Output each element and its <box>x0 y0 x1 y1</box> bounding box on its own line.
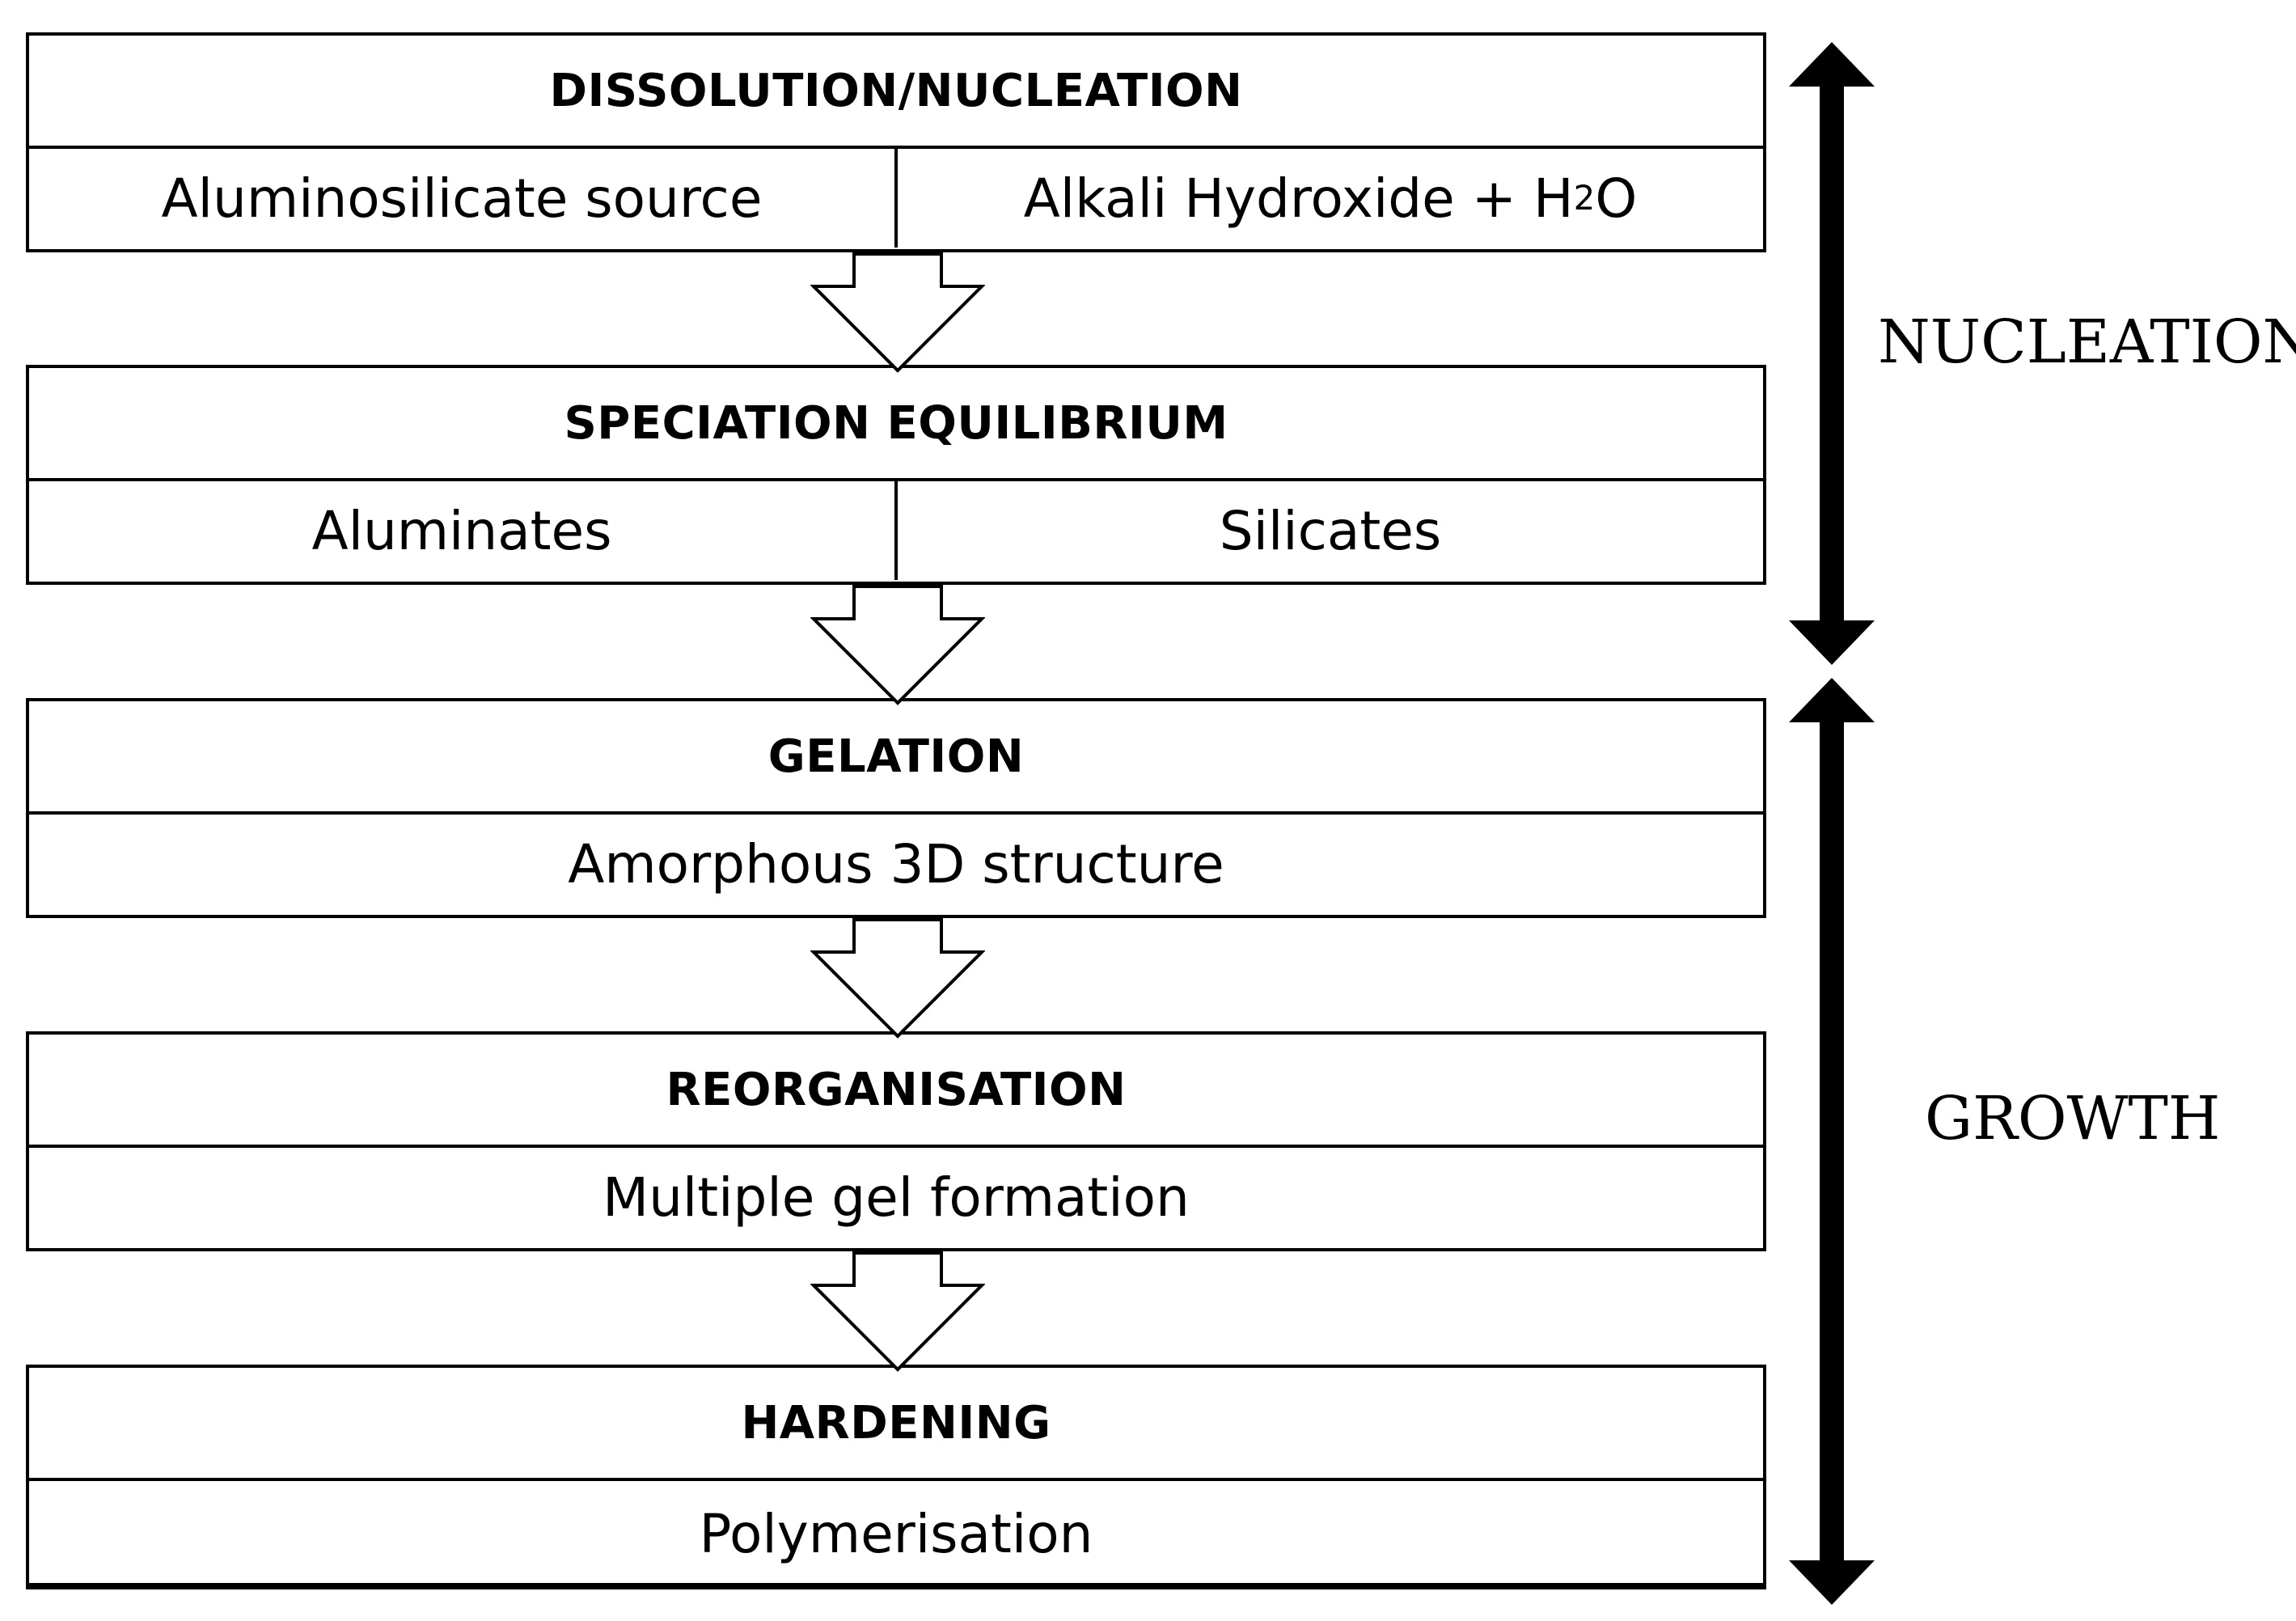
flow-arrow-down-icon <box>810 252 985 373</box>
flow-arrow-down-icon <box>810 1251 985 1372</box>
stage-title: SPECIATION EQUILIBRIUM <box>29 368 1763 481</box>
stage-cell-silicates: Silicates <box>894 481 1763 580</box>
stage-cell-aluminosilicate-source: Aluminosilicate source <box>161 167 763 230</box>
stage-title: REORGANISATION <box>29 1035 1763 1148</box>
cell-text: Alkali Hydroxide + H <box>1023 167 1574 230</box>
flow-arrow-down-icon <box>810 918 985 1039</box>
stage-dissolution-nucleation: DISSOLUTION/NUCLEATION Aluminosilicate s… <box>26 32 1766 252</box>
stage-title: GELATION <box>29 701 1763 815</box>
stage-body: Amorphous 3D structure <box>29 815 1763 913</box>
nucleation-double-arrow-icon <box>1789 42 1875 665</box>
stage-body: Multiple gel formation <box>29 1148 1763 1246</box>
phase-label-nucleation: NUCLEATION <box>1878 307 2296 377</box>
stage-reorganisation: REORGANISATION Multiple gel formation <box>26 1031 1766 1251</box>
stage-cell-amorphous-structure: Amorphous 3D structure <box>568 832 1224 895</box>
stage-body: Polymerisation <box>29 1481 1763 1586</box>
flow-arrow-down-icon <box>810 585 985 705</box>
stage-body: Aluminates Silicates <box>29 481 1763 580</box>
stage-hardening: HARDENING Polymerisation <box>26 1365 1766 1589</box>
phase-label-growth: GROWTH <box>1925 1084 2221 1153</box>
stage-title: HARDENING <box>29 1368 1763 1481</box>
stage-cell-aluminates: Aluminates <box>311 499 612 562</box>
growth-double-arrow-icon <box>1789 678 1875 1605</box>
cell-text-tail: O <box>1595 167 1638 230</box>
stage-title: DISSOLUTION/NUCLEATION <box>29 36 1763 149</box>
stage-gelation: GELATION Amorphous 3D structure <box>26 698 1766 918</box>
stage-cell-polymerisation: Polymerisation <box>699 1502 1093 1565</box>
stage-cell-multiple-gel-formation: Multiple gel formation <box>603 1166 1190 1229</box>
stage-speciation-equilibrium: SPECIATION EQUILIBRIUM Aluminates Silica… <box>26 365 1766 585</box>
stage-body: Aluminosilicate source Alkali Hydroxide … <box>29 149 1763 248</box>
